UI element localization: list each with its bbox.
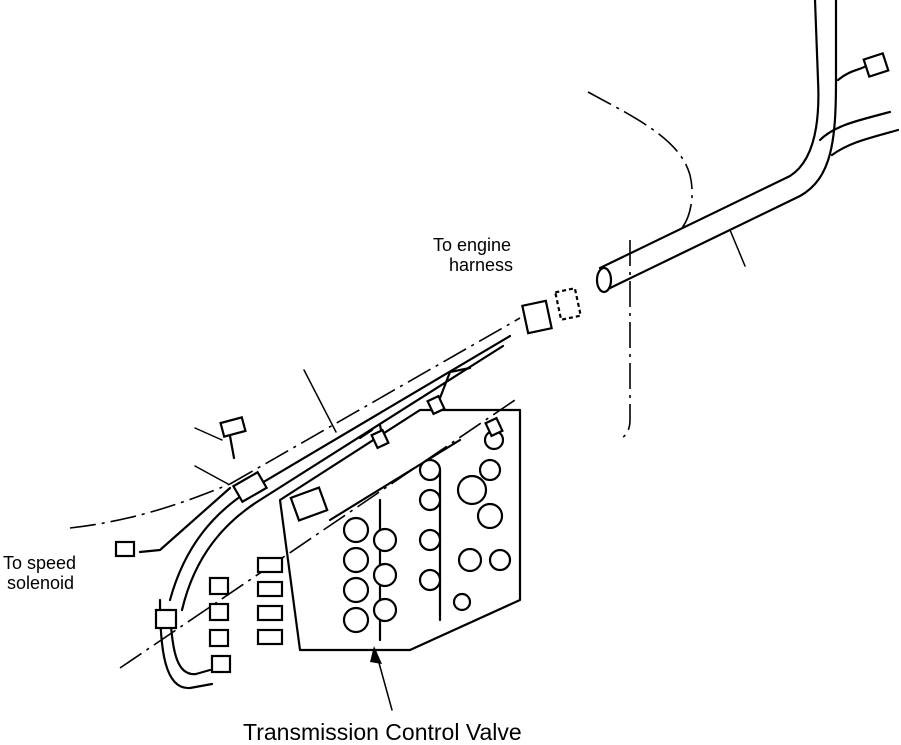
transmission-control-valve-label: Transmission Control Valve [243,719,522,745]
engine-connector-male [521,299,553,335]
speed-solenoid-label-line2: solenoid [7,572,75,593]
engine-harness-label-line1: To engine [433,235,512,255]
speed-solenoid-connector [114,540,136,558]
engine-harness-label: To engine harness [433,235,514,276]
engine-harness-label-line2: harness [449,254,514,275]
transmission-harness [114,334,512,612]
arrowhead-icon [370,646,382,664]
solenoid-connectors [154,576,232,690]
transmission-control-valve [256,366,522,652]
speed-solenoid-label-line1: To speed [3,553,77,573]
speed-solenoid-label: To speed solenoid [3,553,77,594]
engine-harness-connectors [521,286,582,335]
leader-lines [303,369,393,711]
relay-connector [862,51,890,79]
valve-side-plugs [256,486,329,646]
clamp-bolt [194,416,247,485]
frame-centerlines [69,91,693,669]
valve-spools [342,429,512,634]
harness-clamp [231,470,269,504]
engine-connector-female [554,286,582,322]
main-harness [595,0,900,294]
